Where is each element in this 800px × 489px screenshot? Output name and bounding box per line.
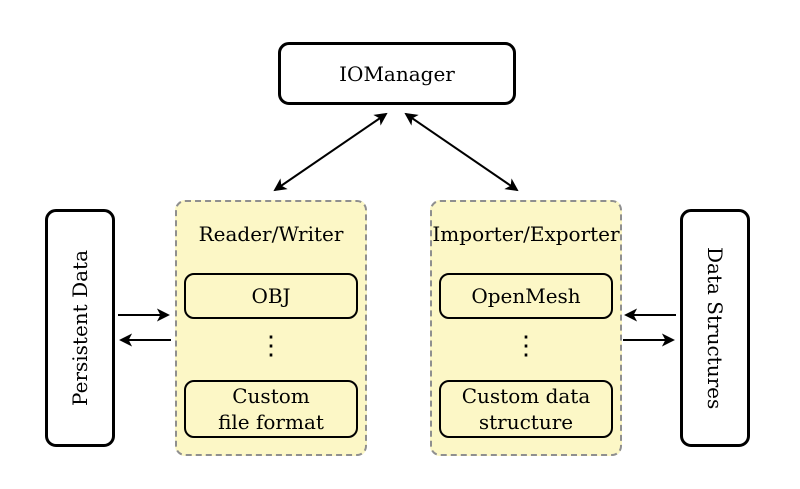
- reader-writer-title: Reader/Writer: [198, 222, 344, 246]
- custom-data-structure-line1: Custom data: [461, 384, 591, 408]
- importer-exporter-title: Importer/Exporter: [432, 222, 620, 246]
- importer-exporter-ellipsis: ⋮: [513, 331, 539, 361]
- openmesh-label: OpenMesh: [471, 284, 581, 308]
- custom-file-format-node: Custom file format: [184, 380, 358, 438]
- arrow-iomanager-readerwriter: [273, 112, 388, 192]
- openmesh-node: OpenMesh: [439, 273, 613, 319]
- importer-exporter-panel: Importer/Exporter OpenMesh ⋮ Custom data…: [430, 200, 622, 456]
- custom-file-format-line1: Custom: [232, 384, 310, 408]
- custom-data-structure-node: Custom data structure: [439, 380, 613, 438]
- iomanager-node: IOManager: [278, 42, 516, 105]
- data-structures-label: Data Structures: [703, 246, 727, 410]
- custom-data-structure-line2: structure: [478, 410, 574, 434]
- reader-writer-ellipsis: ⋮: [258, 331, 284, 361]
- iomanager-label: IOManager: [339, 61, 455, 86]
- persistent-data-node: Persistent Data: [45, 209, 115, 447]
- obj-label: OBJ: [251, 284, 291, 308]
- arrow-iomanager-importerexporter: [404, 112, 519, 192]
- obj-node: OBJ: [184, 273, 358, 319]
- custom-file-format-line2: file format: [218, 410, 324, 434]
- data-structures-node: Data Structures: [680, 209, 750, 447]
- persistent-data-label: Persistent Data: [68, 250, 92, 406]
- reader-writer-panel: Reader/Writer OBJ ⋮ Custom file format: [175, 200, 367, 456]
